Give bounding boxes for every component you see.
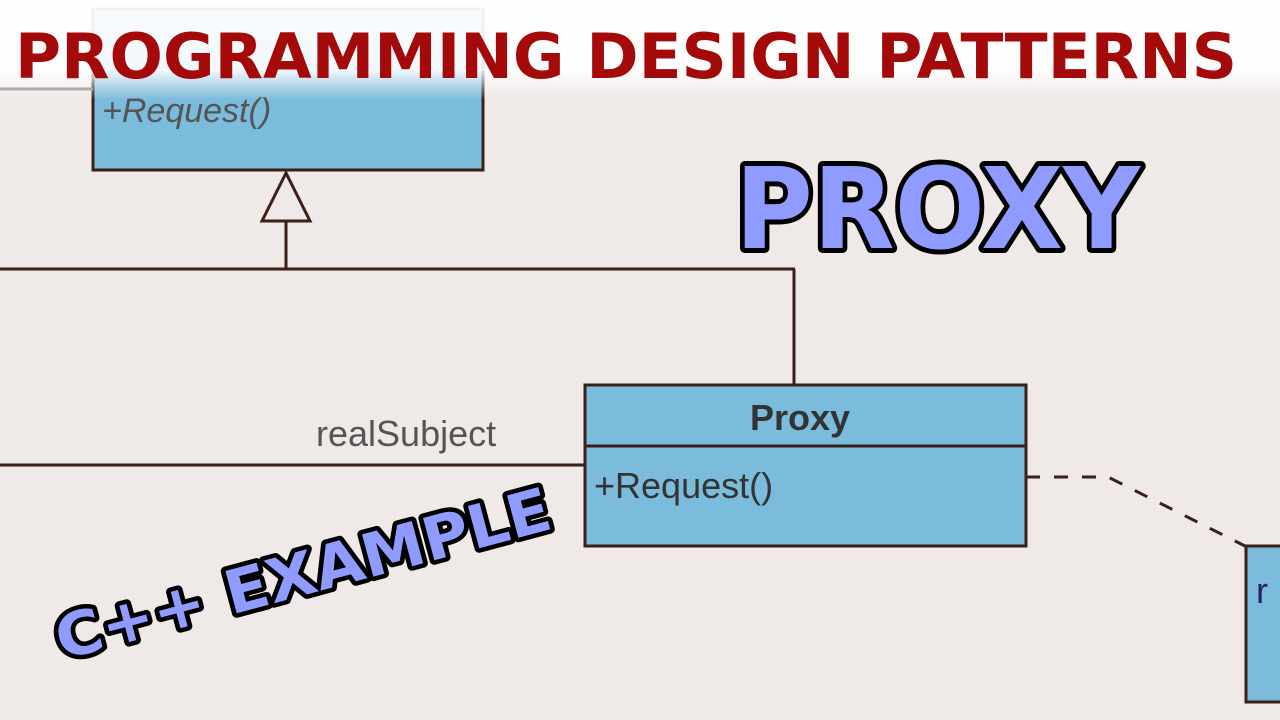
inheritance-triangle-icon (259, 169, 313, 223)
real-subject-class-box (1244, 544, 1280, 704)
title-band (0, 0, 1280, 100)
proxy-class-name: Proxy (750, 397, 850, 438)
pattern-name: PROXY (735, 145, 1142, 275)
association-label: realSubject (316, 413, 496, 454)
proxy-operation: +Request() (594, 465, 773, 506)
dependency-line (1026, 475, 1246, 548)
subtitle: C++ EXAMPLE (48, 475, 559, 675)
real-subject-partial-text: r (1256, 570, 1268, 611)
page-title: PROGRAMMING DESIGN PATTERNS (15, 20, 1237, 93)
proxy-class-box (583, 383, 1028, 548)
